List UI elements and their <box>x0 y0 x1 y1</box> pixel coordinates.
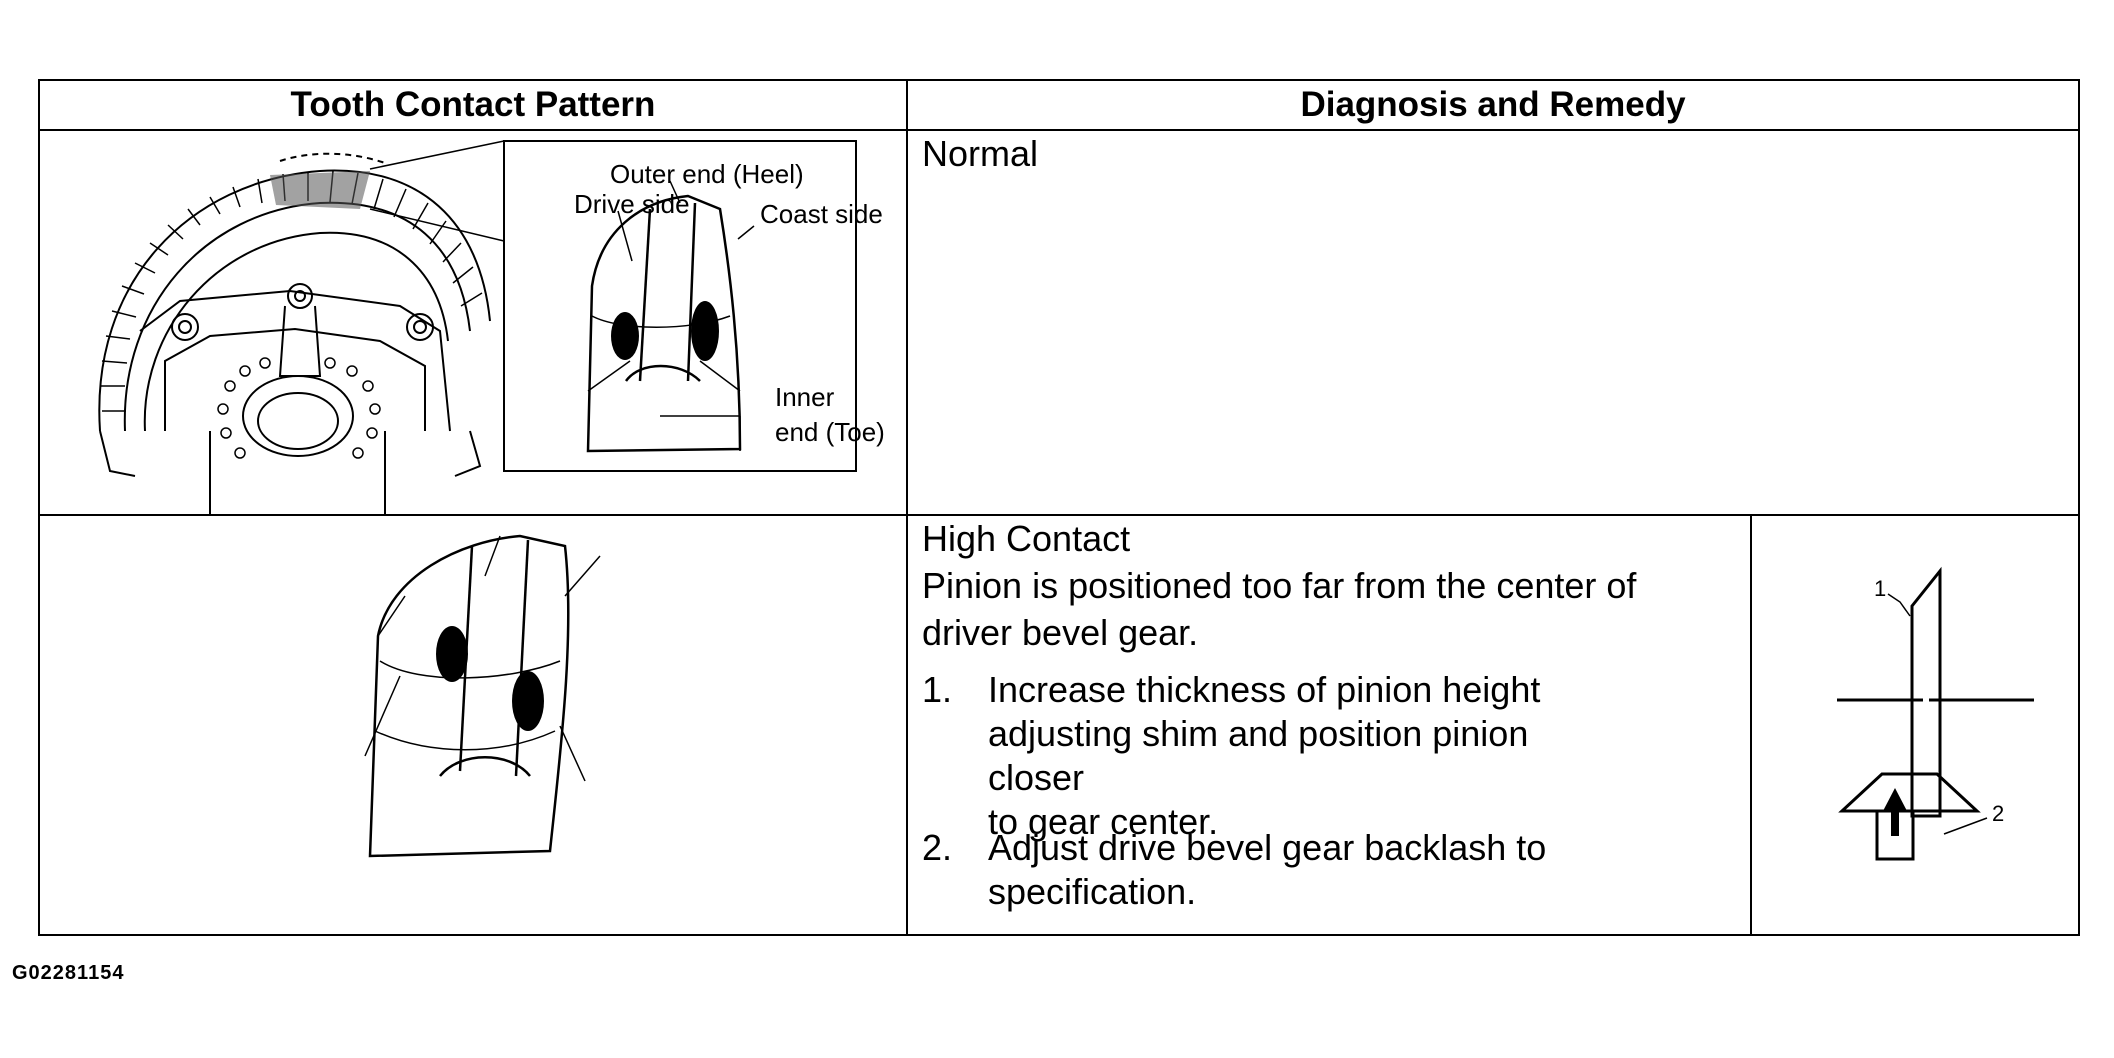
step-number: 2. <box>922 827 953 868</box>
step-1-line2: adjusting shim and position pinion close… <box>988 713 1529 798</box>
pinion-adjustment-diagram: 1 2 <box>1837 566 2034 861</box>
header-diagnosis-and-remedy: Diagnosis and Remedy <box>1300 85 1686 124</box>
high-contact-cause-line1: Pinion is positioned too far from the ce… <box>922 565 1637 606</box>
diagnosis-table: Tooth Contact Pattern Diagnosis and Reme… <box>38 79 2080 936</box>
callout-drive-side: Drive side <box>574 189 690 219</box>
header-tooth-contact-pattern: Tooth Contact Pattern <box>290 85 656 124</box>
row-high-contact-title: High Contact <box>922 518 1131 559</box>
contact-spot-drive-side <box>436 626 468 682</box>
contact-spot-coast-side <box>691 301 719 361</box>
ring-gear-icon <box>98 152 491 432</box>
callout-inner-end-toe: end (Toe) <box>775 417 885 447</box>
header-divider <box>40 129 2078 131</box>
step-2-line1: Adjust drive bevel gear backlash to <box>988 827 1547 868</box>
row-normal-title: Normal <box>922 133 1039 174</box>
column-divider <box>906 81 908 934</box>
contact-spot-coast-side <box>512 671 544 731</box>
step-1-line3: to gear center. <box>988 801 1219 842</box>
step-2-line2: specification. <box>988 871 1197 912</box>
normal-contact-illustration: Outer end (Heel) Drive side Coast side I… <box>98 140 885 514</box>
step-1-line1: Increase thickness of pinion height <box>988 669 1541 710</box>
diagram-label-2: 2 <box>1992 801 2004 826</box>
arrow-up-icon <box>1883 788 1907 836</box>
row-divider <box>40 514 2078 516</box>
step-number: 1. <box>922 669 953 710</box>
diagram-column-divider <box>1750 514 1752 934</box>
bevel-gear-edge-icon <box>1910 566 1942 818</box>
pinion-icon <box>1838 772 1981 813</box>
callout-outer-end: Outer end (Heel) <box>610 159 804 189</box>
high-contact-tooth-illustration <box>364 534 601 858</box>
diagram-label-1: 1 <box>1874 576 1886 601</box>
callout-coast-side: Coast side <box>760 199 883 229</box>
high-contact-cause-line2: driver bevel gear. <box>922 612 1199 653</box>
callout-inner: Inner <box>775 382 835 412</box>
contact-spot-drive-side <box>611 312 639 360</box>
differential-housing-icon <box>99 283 482 514</box>
figure-code: G02281154 <box>12 962 125 984</box>
